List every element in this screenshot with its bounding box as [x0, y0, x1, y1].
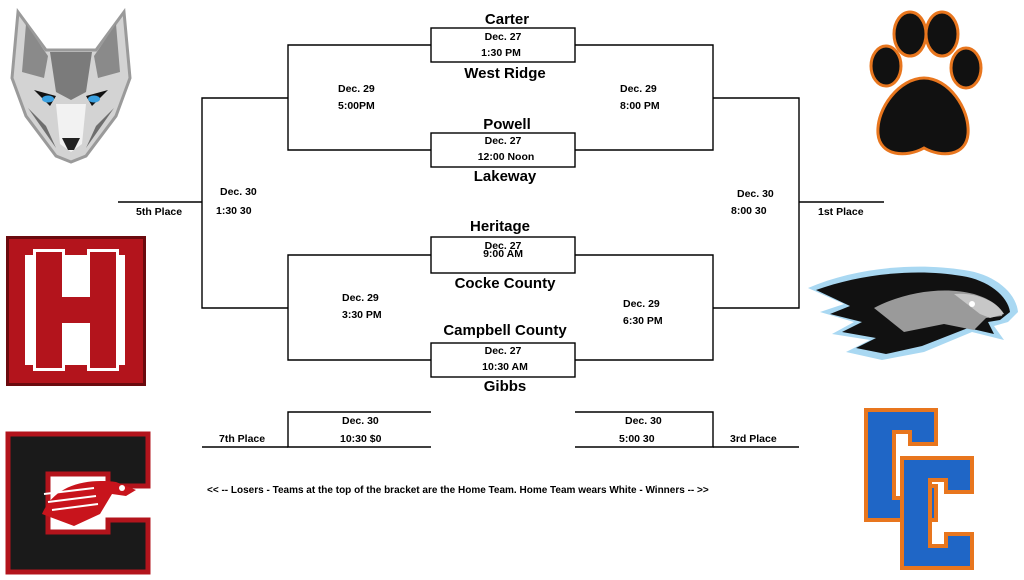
loser-top-time: 5:00PM — [338, 100, 375, 112]
team-lakeway: Lakeway — [473, 168, 537, 185]
loser-bot-date: Dec. 29 — [342, 292, 379, 304]
winner-top-time: 8:00 PM — [620, 100, 660, 112]
loser-top-date: Dec. 29 — [338, 83, 375, 95]
fifth-time: 1:30 30 — [216, 205, 252, 217]
team-carter: Carter — [484, 11, 530, 28]
first-date: Dec. 30 — [737, 188, 774, 200]
game1-date: Dec. 27 — [484, 31, 522, 43]
fifth-place-label: 5th Place — [136, 206, 183, 218]
fifth-date: Dec. 30 — [220, 186, 257, 198]
cc-logo — [864, 408, 974, 570]
team-cocke-county: Cocke County — [454, 275, 556, 292]
winner-bot-date: Dec. 29 — [623, 298, 660, 310]
team-gibbs: Gibbs — [483, 378, 527, 395]
game1-time: 1:30 PM — [481, 47, 521, 59]
third-date: Dec. 30 — [625, 415, 662, 427]
c-bird-logo — [5, 431, 151, 575]
h-logo-right-bar — [87, 249, 119, 371]
wolf-logo — [10, 8, 132, 164]
footer-note: << -- Losers - Teams at the top of the b… — [207, 485, 709, 496]
paw-logo — [869, 10, 983, 156]
seventh-place-label: 7th Place — [219, 433, 266, 445]
game2-date: Dec. 27 — [484, 135, 522, 147]
game3-time: 9:00 AM — [483, 248, 523, 260]
team-heritage: Heritage — [469, 218, 531, 235]
first-place-label: 1st Place — [818, 206, 864, 218]
h-logo-left-bar — [33, 249, 65, 371]
winner-bot-time: 6:30 PM — [623, 315, 663, 327]
team-powell: Powell — [483, 116, 531, 133]
first-time: 8:00 30 — [731, 205, 767, 217]
seventh-date: Dec. 30 — [342, 415, 379, 427]
h-logo — [6, 236, 146, 386]
third-time: 5:00 30 — [619, 433, 655, 445]
game4-date: Dec. 27 — [484, 345, 522, 357]
seventh-time: 10:30 $0 — [340, 433, 382, 445]
winner-top-date: Dec. 29 — [620, 83, 657, 95]
third-place-label: 3rd Place — [730, 433, 777, 445]
game2-time: 12:00 Noon — [477, 151, 535, 163]
eagle-logo — [808, 266, 1018, 360]
game4-time: 10:30 AM — [482, 361, 528, 373]
team-west-ridge: West Ridge — [464, 65, 546, 82]
h-logo-crossbar — [62, 297, 90, 323]
team-campbell-county: Campbell County — [443, 322, 567, 339]
game3-date: Dec. 27 — [484, 240, 522, 252]
loser-bot-time: 3:30 PM — [342, 309, 382, 321]
